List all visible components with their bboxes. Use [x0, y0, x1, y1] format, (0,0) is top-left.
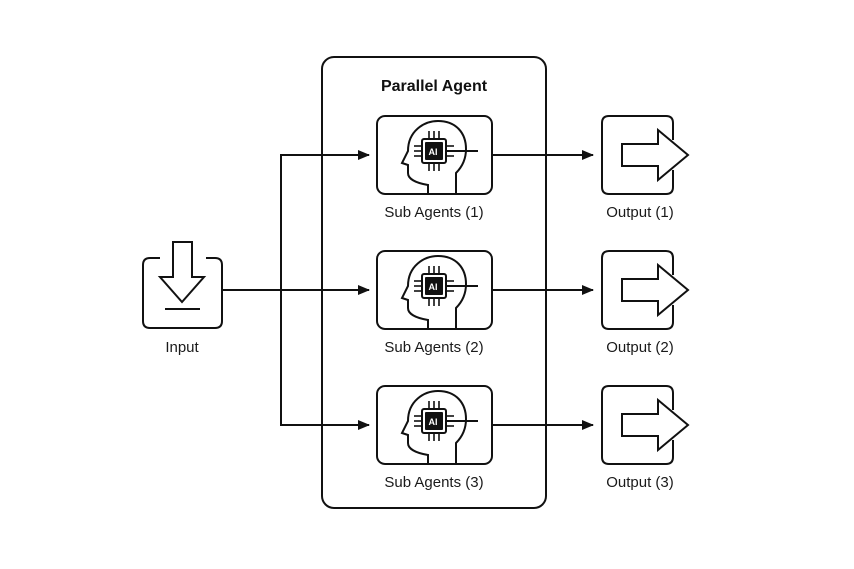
output-node-3[interactable] [601, 385, 690, 465]
sub-agent-label-3: Sub Agents (3) [384, 474, 483, 491]
chip-text: AI [429, 282, 438, 292]
edge-input-to-sub-agent-1 [280, 150, 370, 290]
edge-input-to-sub-agent-3 [280, 290, 370, 430]
chip-text: AI [429, 147, 438, 157]
container-title: Parallel Agent [381, 78, 488, 95]
output-node-1[interactable] [601, 115, 690, 195]
output-edges [492, 150, 594, 430]
ai-head-chip-icon [401, 255, 479, 331]
sub-agent-label-1: Sub Agents (1) [384, 204, 483, 221]
sub-agent-label-2: Sub Agents (2) [384, 339, 483, 356]
ai-head-chip-icon [401, 120, 479, 196]
download-arrow-icon [157, 241, 207, 304]
input-node[interactable] [142, 241, 223, 329]
input-box [142, 257, 223, 329]
sub-agent-node-2[interactable]: AI [376, 250, 493, 331]
input-edges [222, 150, 370, 430]
output-label-1: Output (1) [606, 204, 674, 221]
right-arrow-icon [621, 262, 690, 318]
output-label-3: Output (3) [606, 474, 674, 491]
right-arrow-icon [621, 127, 690, 183]
chip-text: AI [429, 417, 438, 427]
ai-head-chip-icon [401, 390, 479, 466]
sub-agent-node-1[interactable]: AI [376, 115, 493, 196]
output-node-2[interactable] [601, 250, 690, 330]
output-label-2: Output (2) [606, 339, 674, 356]
right-arrow-icon [621, 397, 690, 453]
input-label: Input [165, 339, 199, 356]
sub-agent-node-3[interactable]: AI [376, 385, 493, 466]
parallel-agent-container [321, 56, 547, 509]
